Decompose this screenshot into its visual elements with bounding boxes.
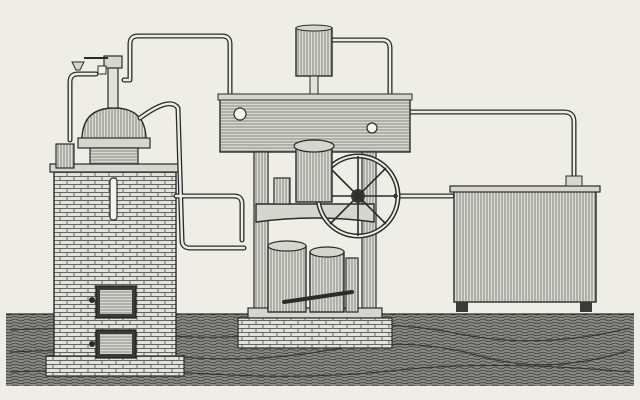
- still-dome: [77, 55, 151, 165]
- machine-base: [237, 317, 393, 349]
- central-vessel: [273, 139, 335, 205]
- receiver-right: [309, 246, 345, 313]
- small-column: [345, 257, 359, 313]
- pipework-inner: [68, 34, 576, 250]
- connecting-rod: [282, 290, 354, 304]
- fire-door-lower: [89, 329, 137, 359]
- fire-door-upper: [89, 285, 137, 319]
- side-vessel: [55, 143, 75, 169]
- brick-furnace: [45, 163, 185, 377]
- funnel-valve: [71, 57, 108, 75]
- upper-water-tank: [295, 24, 333, 101]
- gauge-tube: [109, 177, 118, 221]
- storage-tank: [449, 175, 601, 312]
